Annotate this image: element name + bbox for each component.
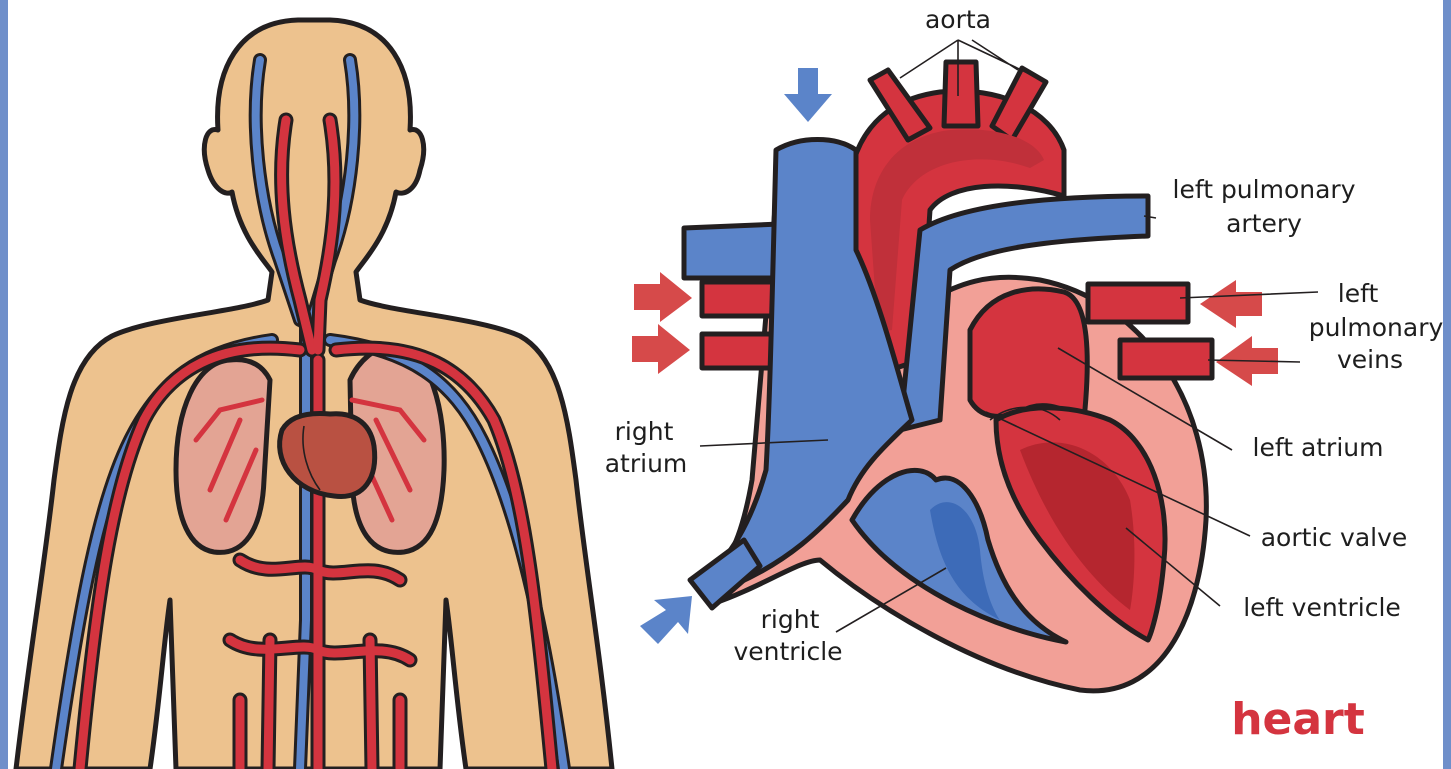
right-pulmonary-vein-upper — [702, 282, 780, 316]
heart-diagram — [684, 62, 1212, 691]
label-left-pulmonary-veins-line3: veins — [1337, 345, 1403, 374]
label-left-pulmonary-artery-line1: left pulmonary — [1173, 175, 1356, 204]
heart-title: heart — [1231, 694, 1365, 745]
label-left-pulmonary-veins-line1: left — [1338, 279, 1379, 308]
left-pulmonary-vein-lower — [1120, 340, 1212, 378]
label-left-atrium: left atrium — [1253, 433, 1384, 462]
right-pulmonary-artery-pipe — [684, 224, 780, 278]
body-illustration — [16, 20, 612, 769]
label-right-atrium-line1: right — [615, 417, 674, 446]
label-left-pulmonary-veins-line2: pulmonary — [1309, 313, 1444, 342]
arrow-down-vena-cava — [784, 68, 832, 122]
label-left-pulmonary-artery-line2: artery — [1226, 209, 1302, 238]
inferior-vena-cava — [690, 540, 760, 608]
label-right-atrium-line2: atrium — [605, 449, 688, 478]
label-right-ventricle-line2: ventricle — [733, 637, 842, 666]
arrow-inferior-vena-cava — [640, 596, 692, 644]
arrow-left-upper — [1200, 280, 1262, 328]
aorta-branch-2 — [944, 62, 978, 126]
label-right-ventricle-line1: right — [761, 605, 820, 634]
label-left-ventricle: left ventricle — [1243, 593, 1401, 622]
label-aortic-valve: aortic valve — [1261, 523, 1408, 552]
label-aorta: aorta — [925, 5, 991, 34]
arrow-right-lower — [632, 324, 690, 374]
left-pulmonary-vein-upper — [1088, 284, 1188, 322]
